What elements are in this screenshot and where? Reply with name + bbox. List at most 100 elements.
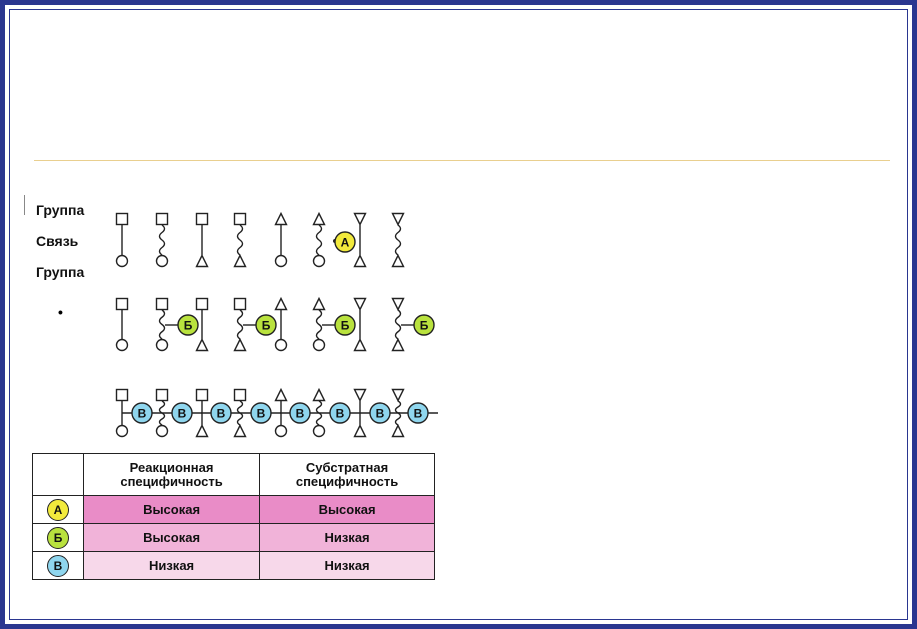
enzyme-b-circle [177,314,199,336]
enzyme-v-circle [171,402,193,424]
enzyme-b-badge: Б [47,526,69,549]
cell-substrate: Низкая [259,523,435,552]
triangle-group [195,253,209,268]
triangle-group [233,253,247,268]
circle-group [155,254,169,268]
table-header-row: Реакционная специфичность Субстратная сп… [32,453,435,496]
triangle-group [353,388,367,403]
label-group-bottom: Группа [36,264,85,280]
circle-group [115,254,129,268]
triangle-group [391,423,405,438]
triangle-group [312,211,326,226]
triangle-group [353,212,367,227]
triangle-group [274,296,288,311]
circle-group [155,424,169,438]
table-row: Б Высокая Низкая [32,523,435,552]
square-group [115,212,129,226]
table-row: В Низкая Низкая [32,551,435,580]
substrates-row: А [115,211,405,268]
label-group-top: Группа [36,202,85,218]
circle-group [274,254,288,268]
cell-substrate: Низкая [259,551,435,580]
cell-reaction: Высокая [82,495,261,524]
enzyme-v-circle-letter: В [138,407,147,421]
enzyme-v-circle [250,402,272,424]
cell-reaction: Низкая [82,551,261,580]
square-group [195,297,209,311]
enzyme-v-circle-letter: В [296,407,305,421]
enzyme-v-circle-letter: В [414,407,423,421]
label-bond: Связь [36,233,79,249]
square-group [233,388,247,402]
circle-group [312,254,326,268]
triangle-group [391,212,405,227]
triangle-group [391,297,405,312]
square-group [195,388,209,402]
enzyme-v-circle-letter: В [376,407,385,421]
enzyme-v-circle-letter: В [217,407,226,421]
triangle-group [195,337,209,352]
circle-group [274,338,288,352]
triangle-group [233,423,247,438]
enzyme-b-circle [334,314,356,336]
triangle-group [353,337,367,352]
enzyme-b-circle [413,314,435,336]
wavy-bond [236,309,244,340]
square-group [233,297,247,311]
triangle-group [391,337,405,352]
triangle-group [274,211,288,226]
triangle-group [274,387,288,402]
wavy-bond [158,309,166,340]
square-group [195,212,209,226]
table-corner-cell [32,453,84,496]
enzyme-v-circle-letter: В [336,407,345,421]
enzyme-v-circle [210,402,232,424]
enzyme-a-circle-letter: А [341,236,350,250]
circle-group [312,424,326,438]
triangle-group [391,388,405,403]
enzyme-v-circle [369,402,391,424]
enzyme-b-circle-letter: Б [420,319,429,333]
wavy-bond [394,309,402,340]
triangle-group [353,253,367,268]
enzyme-b-circle-letter: Б [184,319,193,333]
circle-group [115,424,129,438]
enzyme-v-circle [131,402,153,424]
circle-group [274,424,288,438]
triangle-group [391,253,405,268]
title-divider [34,160,890,161]
table-row: А Высокая Высокая [32,495,435,524]
enzyme-v-circle [407,402,429,424]
circle-group [115,338,129,352]
header-substrate: Субстратная специфичность [259,453,435,496]
enzyme-v-circle-letter: В [178,407,187,421]
wavy-bond [315,309,323,340]
header-reaction: Реакционная специфичность [82,453,261,496]
square-group [115,388,129,402]
cell-reaction: Высокая [82,523,261,552]
wavy-bond [158,224,166,256]
enzyme-v-circle [289,402,311,424]
label-bullet: • [58,304,63,320]
wavy-bond [236,224,244,256]
circle-group [155,338,169,352]
circle-group [312,338,326,352]
triangle-group [195,423,209,438]
cell-substrate: Высокая [259,495,435,524]
enzyme-b-circle [255,314,277,336]
triangle-group [312,296,326,311]
triangle-group [233,337,247,352]
wavy-bond [394,224,402,256]
enzyme-a-circle [334,231,356,253]
triangle-group [312,387,326,402]
square-group [155,212,169,226]
wavy-bond [315,224,323,256]
enzyme-v-circle-letter: В [257,407,266,421]
square-group [233,212,247,226]
triangle-group [353,297,367,312]
square-group [155,297,169,311]
